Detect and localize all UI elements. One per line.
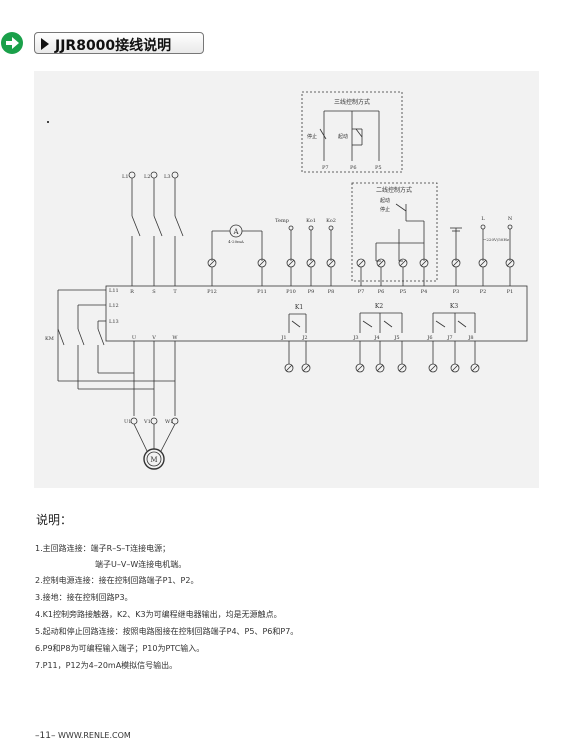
- bottom-term-11: P1: [507, 289, 514, 295]
- note-item: 端子U–V–W连接电机端。: [95, 560, 187, 569]
- three-wire-term-2: P5: [375, 165, 382, 171]
- motor-term-0: U1: [124, 419, 131, 425]
- km-label: KM: [45, 336, 54, 342]
- top-terminal-row: [207, 258, 515, 268]
- triangle-icon: [41, 38, 49, 50]
- footer-url: WWW.RENLE.COM: [58, 731, 131, 740]
- ground-signal-1: N: [508, 216, 513, 222]
- stop-label: 停止: [307, 133, 317, 140]
- top-signal-0: Temp: [275, 218, 289, 224]
- motor-out-0: U: [132, 335, 136, 341]
- phase-term-0: R: [130, 289, 134, 295]
- relay-terminal-row: [284, 341, 480, 373]
- controller-box: [105, 285, 528, 342]
- relay-term-1: J2: [301, 335, 307, 341]
- bottom-term-5: P7: [358, 289, 365, 295]
- relay-term-3: J4: [373, 335, 379, 341]
- next-arrow-icon: [1, 32, 23, 54]
- phase-in-2: L3: [164, 174, 171, 180]
- relay-k1: K1: [295, 304, 303, 311]
- motor-symbol: M: [150, 456, 157, 464]
- top-signal-1: Ko1: [306, 218, 316, 224]
- relay-k2: K2: [375, 303, 383, 310]
- relay-term-5: J6: [426, 335, 432, 341]
- note-item: 2.控制电源连接：接在控制回路端子P1、P2。: [35, 576, 199, 585]
- phase-in-1: L2: [144, 174, 151, 180]
- stop-label-2: 停止: [380, 206, 390, 213]
- ammeter-label: 4-20mA: [228, 239, 244, 244]
- top-signal-2: Ko2: [326, 218, 336, 224]
- two-wire-label: 二线控制方式: [376, 186, 412, 194]
- three-wire-term-0: P7: [322, 165, 329, 171]
- note-item: 5.起动和停止回路连接：按照电路图接在控制回路端子P4、P5、P6和P7。: [35, 627, 299, 636]
- bottom-term-8: P4: [421, 289, 428, 295]
- start-label-2: 起动: [380, 197, 390, 204]
- ground-signal-0: L: [481, 216, 485, 222]
- bottom-term-6: P6: [378, 289, 385, 295]
- bottom-term-0: P12: [207, 289, 217, 295]
- relay-k3: K3: [450, 303, 458, 310]
- ammeter-symbol: A: [232, 228, 239, 236]
- phase-term-2: T: [173, 289, 177, 295]
- bottom-term-9: P3: [453, 289, 460, 295]
- note-item: 3.接地：接在控制回路P3。: [35, 593, 133, 602]
- control-label-0: L11: [109, 288, 119, 294]
- wiring-diagram: 三线控制方式 停止 起动 P7 P6 P5 二线控制方式 起动 停止 L1 L2…: [34, 71, 539, 488]
- notes-heading: 说明：: [36, 513, 73, 527]
- start-label: 起动: [338, 133, 348, 140]
- bottom-term-4: P8: [328, 289, 335, 295]
- phase-in-0: L1: [122, 174, 129, 180]
- motor-term-1: V1: [143, 419, 151, 425]
- relay-term-7: J8: [467, 335, 473, 341]
- three-wire-label: 三线控制方式: [334, 98, 370, 106]
- bottom-term-1: P11: [257, 289, 267, 295]
- note-item: 6.P9和P8为可编程输入端子；P10为PTC输入。: [35, 644, 205, 653]
- motor-out-2: W: [172, 335, 178, 341]
- three-wire-term-1: P6: [350, 165, 357, 171]
- control-label-1: L12: [109, 303, 119, 309]
- bottom-term-7: P5: [400, 289, 407, 295]
- relay-term-2: J3: [352, 335, 358, 341]
- bottom-term-10: P2: [480, 289, 487, 295]
- page-title: JJR8000接线说明: [55, 38, 172, 54]
- phase-term-1: S: [152, 289, 156, 295]
- page-number: –11–: [35, 731, 56, 741]
- relay-term-0: J1: [280, 335, 286, 341]
- supply-label: ~220V/50Hz: [483, 237, 509, 242]
- bottom-term-2: P10: [286, 289, 296, 295]
- note-item: 1.主回路连接：端子R–S–T连接电源；: [35, 544, 171, 553]
- relay-term-4: J5: [393, 335, 399, 341]
- motor-out-1: V: [151, 335, 156, 341]
- note-item: 4.K1控制旁路接触器，K2、K3为可编程继电器输出，均是无源触点。: [35, 610, 282, 619]
- motor-icon: [143, 448, 165, 470]
- motor-term-2: W1: [165, 419, 173, 425]
- note-item: 7.P11，P12为4–20mA模拟信号输出。: [35, 661, 178, 670]
- bottom-term-3: P9: [308, 289, 315, 295]
- control-label-2: L13: [109, 319, 119, 325]
- section-title-box: JJR8000接线说明: [34, 32, 204, 54]
- page-footer: –11– WWW.RENLE.COM: [35, 731, 131, 741]
- dot-mark: [47, 121, 49, 123]
- relay-term-6: J7: [446, 335, 452, 341]
